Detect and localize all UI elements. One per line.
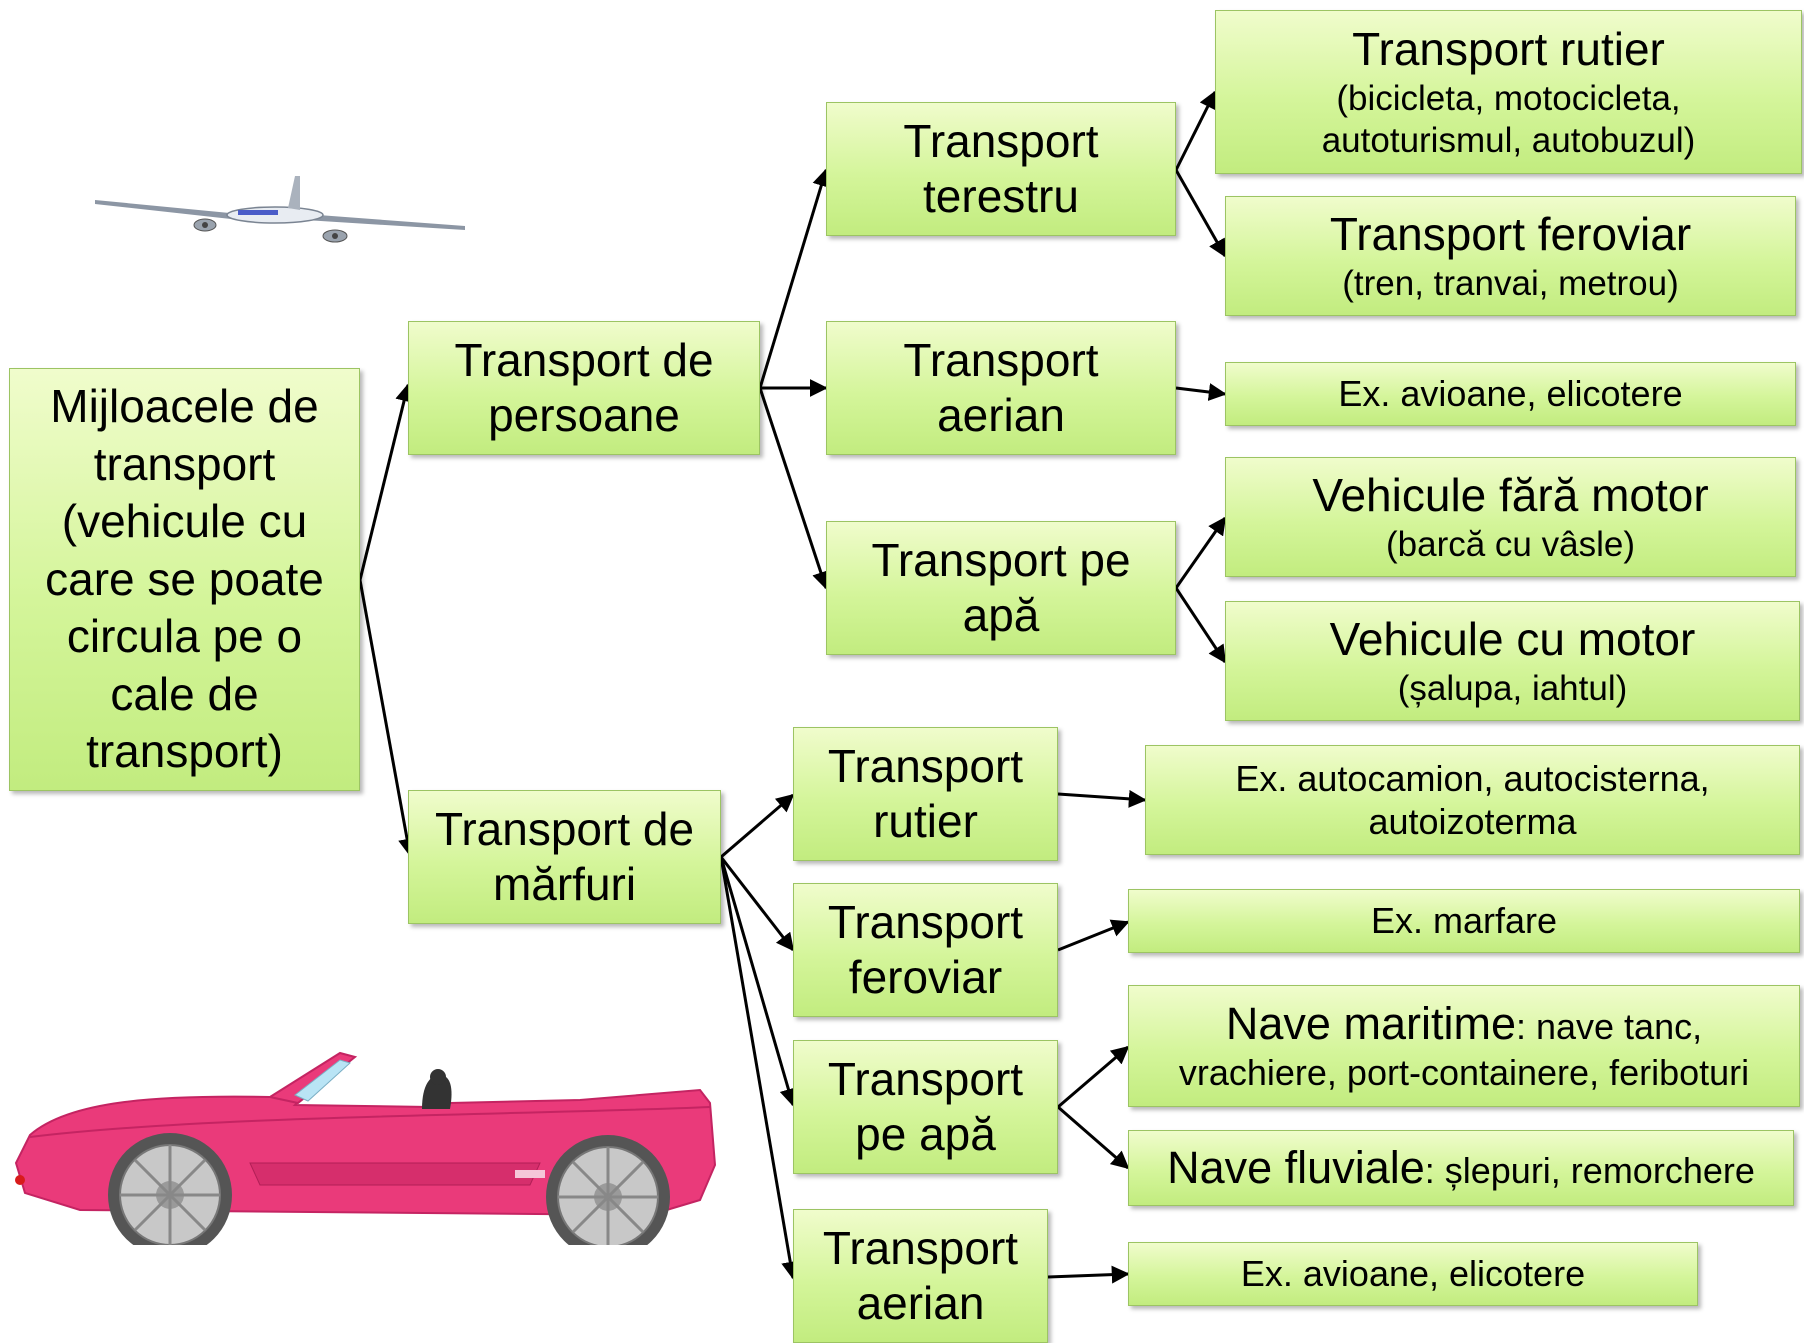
- arrow-root-persoane: [358, 383, 413, 581]
- arrow-marfuri-feroviar: [719, 856, 795, 952]
- maritime-box: Nave maritime: nave tanc, vrachiere, por…: [1128, 985, 1800, 1107]
- fluviale-rest: : șlepuri, remorchere: [1424, 1150, 1755, 1191]
- marfuri-aerian-box: Transport aerian: [793, 1209, 1048, 1343]
- arrow-apa-cu-motor: [1174, 587, 1227, 664]
- root-box: Mijloacele de transport (vehicule cu car…: [9, 368, 360, 791]
- persoane-feroviar-box: Transport feroviar (tren, tranvai, metro…: [1225, 196, 1796, 316]
- arrow-m-apa-fluviale: [1057, 1105, 1130, 1170]
- marfuri-rutier-label: Transport rutier: [827, 739, 1024, 847]
- cu-motor-title: Vehicule cu motor: [1329, 613, 1696, 666]
- marfuri-rutier-box: Transport rutier: [793, 727, 1058, 861]
- marfuri-feroviar-label: Transport feroviar: [827, 895, 1024, 1003]
- marfuri-feroviar-ex-box: Ex. marfare: [1128, 889, 1800, 953]
- fara-motor-box: Vehicule fără motor (barcă cu vâsle): [1225, 457, 1796, 577]
- fluviale-box: Nave fluviale: șlepuri, remorchere: [1128, 1130, 1794, 1206]
- marfuri-label: Transport de mărfuri: [434, 802, 695, 910]
- arrow-marfuri-aerian: [719, 856, 800, 1280]
- persoane-rutier-examples: (bicicleta, motocicleta, autoturismul, a…: [1321, 78, 1696, 160]
- convertible-car-icon: [14, 1051, 717, 1245]
- arrow-m-apa-maritime: [1057, 1045, 1130, 1109]
- arrow-terestru-feroviar: [1174, 169, 1227, 258]
- arrow-persoane-terestru: [758, 168, 830, 389]
- arrow-m-feroviar-ex: [1057, 919, 1130, 952]
- arrow-persoane-apa: [758, 387, 830, 590]
- marfuri-aerian-label: Transport aerian: [822, 1221, 1019, 1329]
- marfuri-aerian-examples: Ex. avioane, elicotere: [1240, 1253, 1586, 1295]
- persoane-apa-box: Transport pe apă: [826, 521, 1176, 655]
- cu-motor-examples: (șalupa, iahtul): [1397, 668, 1628, 708]
- root-title: Mijloacele de transport (vehicule cu car…: [45, 380, 324, 778]
- fara-motor-title: Vehicule fără motor: [1312, 469, 1709, 522]
- maritime-text: Nave maritime: nave tanc, vrachiere, por…: [1149, 997, 1779, 1094]
- marfuri-aerian-ex-box: Ex. avioane, elicotere: [1128, 1242, 1698, 1306]
- marfuri-rutier-ex-box: Ex. autocamion, autocisterna, autoizoter…: [1145, 745, 1800, 855]
- persoane-aerian-label: Transport aerian: [903, 333, 1099, 441]
- marfuri-apa-box: Transport pe apă: [793, 1040, 1058, 1174]
- airplane-icon: [95, 176, 465, 243]
- persoane-aerian-box: Transport aerian: [826, 321, 1176, 455]
- persoane-aerian-examples: Ex. avioane, elicotere: [1338, 373, 1683, 415]
- fluviale-text: Nave fluviale: șlepuri, remorchere: [1167, 1141, 1755, 1195]
- persoane-label: Transport de persoane: [454, 333, 714, 441]
- front-wheel: [108, 1133, 232, 1245]
- persoane-feroviar-examples: (tren, tranvai, metrou): [1342, 263, 1679, 303]
- fara-motor-examples: (barcă cu vâsle): [1386, 524, 1635, 564]
- terestru-box: Transport terestru: [826, 102, 1176, 236]
- arrow-root-marfuri: [358, 579, 416, 857]
- persoane-feroviar-title: Transport feroviar: [1329, 208, 1692, 261]
- arrow-aerian-ex: [1175, 383, 1227, 401]
- terestru-label: Transport terestru: [903, 114, 1099, 222]
- persoane-box: Transport de persoane: [408, 321, 760, 455]
- marfuri-feroviar-examples: Ex. marfare: [1370, 900, 1558, 942]
- rear-wheel: [546, 1135, 670, 1245]
- fluviale-title: Nave fluviale: [1167, 1142, 1425, 1193]
- persoane-rutier-title: Transport rutier: [1352, 23, 1665, 76]
- cu-motor-box: Vehicule cu motor (șalupa, iahtul): [1225, 601, 1800, 721]
- marfuri-apa-label: Transport pe apă: [827, 1052, 1024, 1160]
- marfuri-feroviar-box: Transport feroviar: [793, 883, 1058, 1017]
- arrow-marfuri-rutier: [720, 793, 795, 859]
- arrow-marfuri-apa: [719, 856, 798, 1107]
- persoane-aerian-ex-box: Ex. avioane, elicotere: [1225, 362, 1796, 426]
- maritime-rest: : nave tanc, vrachiere, port-containere,…: [1178, 1006, 1750, 1094]
- arrow-apa-fara-motor: [1174, 516, 1227, 589]
- persoane-apa-label: Transport pe apă: [871, 533, 1131, 641]
- marfuri-rutier-examples: Ex. autocamion, autocisterna, autoizoter…: [1235, 757, 1710, 842]
- maritime-title: Nave maritime: [1225, 998, 1516, 1050]
- marfuri-box: Transport de mărfuri: [408, 790, 721, 924]
- persoane-rutier-box: Transport rutier (bicicleta, motocicleta…: [1215, 10, 1802, 174]
- arrow-m-rutier-ex: [1057, 789, 1147, 808]
- arrow-terestru-rutier: [1174, 90, 1217, 171]
- arrow-m-aerian-ex: [1047, 1265, 1130, 1284]
